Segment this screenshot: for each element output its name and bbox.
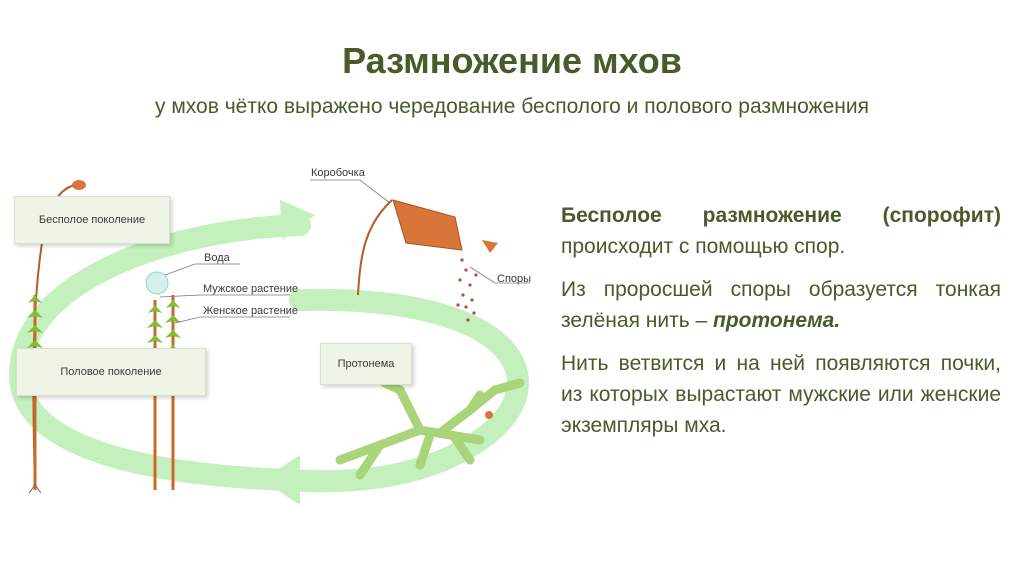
paragraph-protonema: Из проросшей споры образуется тонкая зел… <box>561 274 1001 336</box>
paragraph-branching: Нить ветвится и на ней появляются почки,… <box>561 348 1001 441</box>
asexual-generation-box: Бесполое поколение <box>14 196 170 244</box>
asexual-heading: Бесполое размножение (спорофит) <box>561 204 1001 227</box>
male-plant-label: Мужское растение <box>203 283 298 295</box>
capsule-label: Коробочка <box>311 167 365 179</box>
spores-label: Споры <box>497 273 531 285</box>
description-text: Бесполое размножение (спорофит) происход… <box>561 200 1001 453</box>
capsule-icon <box>358 200 498 295</box>
paragraph-asexual: Бесполое размножение (спорофит) происход… <box>561 200 1001 262</box>
water-label: Вода <box>204 252 230 264</box>
slide-subtitle: у мхов чётко выражено чередование беспол… <box>0 95 1024 119</box>
slide-title: Размножение мхов <box>0 40 1024 82</box>
protonema-term: протонема. <box>713 309 840 332</box>
sexual-generation-box: Половое поколение <box>16 348 206 396</box>
protonema-box: Протонема <box>320 343 412 385</box>
female-plant-label: Женское растение <box>203 305 298 317</box>
moss-lifecycle-diagram: Бесполое поколение Половое поколение Про… <box>0 155 540 505</box>
cycle-arrowhead <box>262 455 300 505</box>
asexual-rest: происходит с помощью спор. <box>561 235 845 258</box>
